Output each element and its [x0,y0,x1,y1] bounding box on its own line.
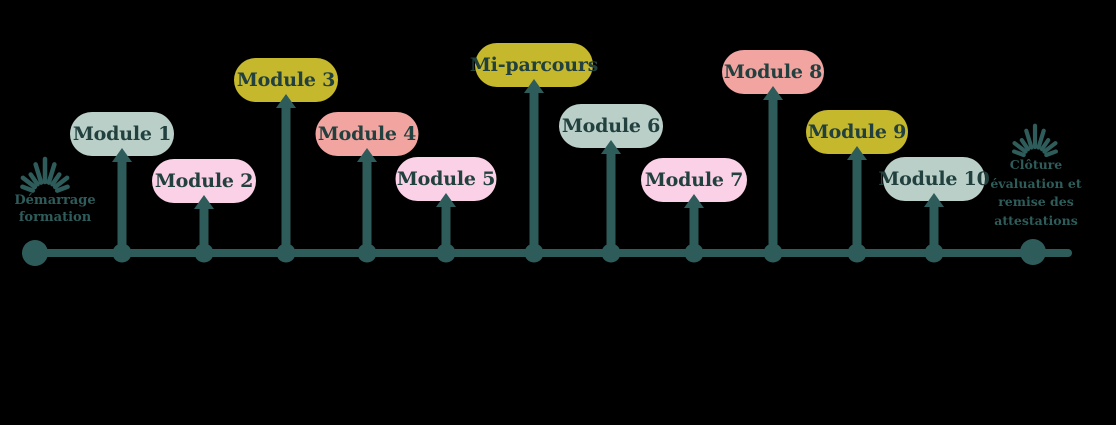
end-label-line2: évaluation et [990,175,1082,191]
end-burst-icon [1011,123,1059,158]
timeline-node-module-2 [194,243,214,263]
timeline-pill-label: Module 5 [396,168,496,190]
timeline-node-module-3 [276,243,296,263]
end-label-line3: remise des [998,194,1074,209]
timeline-stem-module-1 [117,154,127,253]
timeline-stem-module-8 [768,92,778,253]
stem-arrowhead-module-6 [601,140,621,154]
timeline-stem-module-4 [362,154,372,253]
timeline-pill-label: Module 9 [807,121,907,143]
stem-arrowhead-module-1 [112,148,132,162]
end-label-line4: attestations [994,212,1078,228]
timeline-pill-label: Module 4 [317,123,417,145]
stem-arrowhead-module-4 [357,148,377,162]
stem-arrowhead-module-3 [276,94,296,108]
timeline-pill-module-1: Module 1 [70,112,174,156]
start-node-dot [22,240,48,266]
timeline-axis [33,249,1072,257]
timeline-pill-label: Module 1 [72,123,172,145]
timeline-pill-module-6: Module 6 [559,104,663,148]
timeline-stem-module-9 [852,152,862,253]
timeline-node-module-10 [924,243,944,263]
timeline-node-module-1 [112,243,132,263]
timeline-pill-label: Module 6 [561,115,661,137]
start-burst-icon [20,156,70,193]
timeline-pill-label: Module 8 [723,61,823,83]
timeline-pill-label: Module 7 [644,169,744,191]
timeline-node-mi-parcours [524,243,544,263]
start-label-line1: Démarrage [14,193,96,208]
timeline-node-module-8 [763,243,783,263]
timeline-pill-label: Module 2 [154,170,254,192]
timeline-stem-module-10 [929,199,939,253]
stem-arrowhead-module-9 [847,146,867,160]
timeline-pill-module-8: Module 8 [722,50,824,94]
timeline-stem-module-7 [689,200,699,253]
start-label: Démarrage formation [5,192,105,226]
timeline-pill-label: Module 10 [878,168,990,190]
timeline-node-module-4 [357,243,377,263]
stem-arrowhead-mi-parcours [524,79,544,93]
timeline-stem-module-6 [606,146,616,253]
timeline-pill-label: Module 3 [236,69,336,91]
start-label-line2: formation [18,210,92,225]
stem-arrowhead-module-10 [924,193,944,207]
stem-arrowhead-module-8 [763,86,783,100]
timeline-pill-label: Mi-parcours [469,54,599,76]
timeline-node-module-6 [601,243,621,263]
timeline-stem-module-3 [281,100,291,253]
timeline-pill-module-7: Module 7 [641,158,747,202]
timeline-stem-mi-parcours [529,85,539,253]
timeline-node-module-9 [847,243,867,263]
stem-arrowhead-module-7 [684,194,704,208]
timeline-node-module-7 [684,243,704,263]
end-node-dot [1020,239,1046,265]
stem-arrowhead-module-2 [194,195,214,209]
timeline-stem-module-5 [441,199,451,253]
end-label: Clôture évaluation et remise des attesta… [975,156,1097,230]
timeline-node-module-5 [436,243,456,263]
end-label-line1: Clôture [1009,157,1063,172]
timeline-stem-module-2 [199,201,209,253]
stem-arrowhead-module-5 [436,193,456,207]
